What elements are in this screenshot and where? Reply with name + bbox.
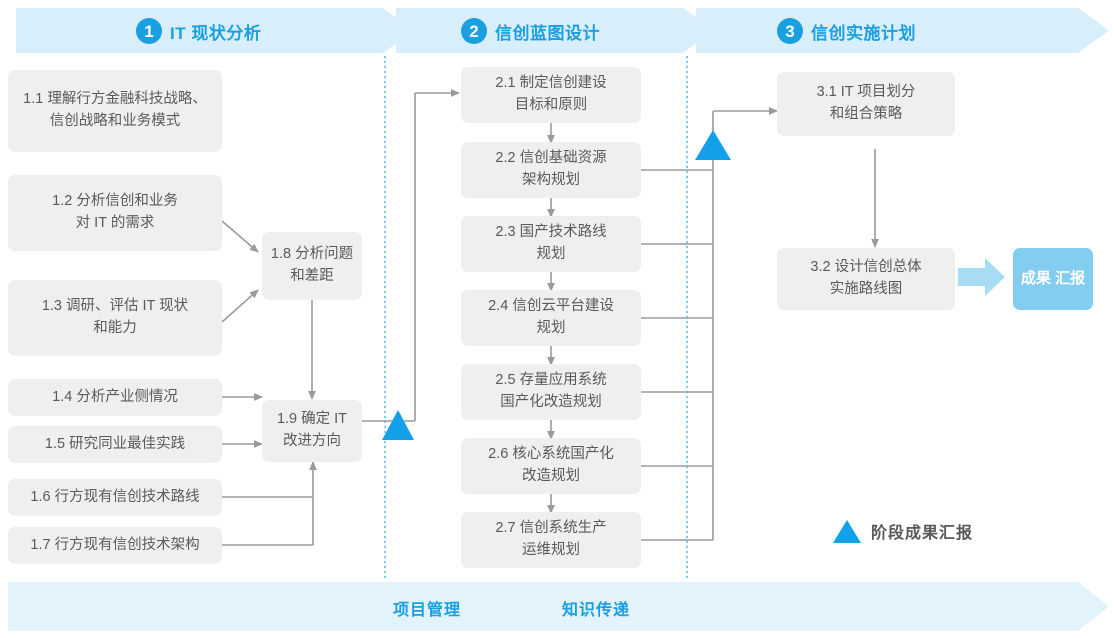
phase-header-1[interactable]: 1 IT 现状分析 bbox=[136, 18, 261, 44]
legend-label: 阶段成果汇报 bbox=[871, 525, 974, 542]
process-box-3-2[interactable]: 3.2 设计信创总体 实施路线图 bbox=[777, 248, 955, 310]
process-box-2-6[interactable]: 2.6 核心系统国产化 改造规划 bbox=[461, 438, 641, 494]
phase-title-2: 信创蓝图设计 bbox=[495, 23, 600, 43]
process-box-1-2-line-1: 1.2 分析信创和业务 bbox=[52, 193, 178, 210]
process-box-2-2-line-2: 架构规划 bbox=[522, 172, 580, 188]
phase1-connectors bbox=[221, 89, 460, 546]
process-box-3-1-line-2: 和组合策略 bbox=[829, 106, 903, 122]
phase-number-3: 3 bbox=[777, 18, 803, 44]
process-box-2-3-line-2: 规划 bbox=[536, 246, 566, 262]
process-box-1-8-line-2: 和差距 bbox=[290, 268, 334, 284]
phase-number-2: 2 bbox=[461, 18, 487, 44]
process-box-1-6-line-1: 1.6 行方现有信创技术路线 bbox=[30, 488, 200, 505]
process-box-1-9-line-1: 1.9 确定 IT bbox=[276, 411, 348, 428]
phase2-to-phase3-collector bbox=[641, 107, 879, 541]
process-box-2-4[interactable]: 2.4 信创云平台建设 规划 bbox=[461, 290, 641, 346]
process-box-2-6-line-2: 改造规划 bbox=[522, 468, 580, 484]
process-box-1-5[interactable]: 1.5 研究同业最佳实践 bbox=[8, 426, 222, 463]
band-label-knowledge-transfer[interactable]: 知识传递 bbox=[562, 596, 630, 620]
result-arrow bbox=[958, 258, 1005, 296]
process-box-2-7-line-1: 2.7 信创系统生产 bbox=[495, 520, 607, 537]
process-box-2-4-line-2: 规划 bbox=[536, 320, 566, 336]
triangle-up-icon bbox=[382, 410, 414, 440]
phase-title-3: 信创实施计划 bbox=[811, 23, 916, 43]
phase-header-3[interactable]: 3 信创实施计划 bbox=[777, 18, 916, 44]
process-box-1-9-line-2: 改进方向 bbox=[282, 433, 341, 449]
band-label-knowledge-transfer-text: 知识传递 bbox=[562, 602, 631, 619]
process-box-1-7-line-1: 1.7 行方现有信创技术架构 bbox=[30, 536, 200, 553]
process-box-2-3-line-1: 2.3 国产技术路线 bbox=[495, 224, 607, 241]
phase-header-2[interactable]: 2 信创蓝图设计 bbox=[461, 18, 600, 44]
bottom-band bbox=[8, 582, 1109, 631]
process-box-3-1[interactable]: 3.1 IT 项目划分 和组合策略 bbox=[777, 72, 955, 136]
process-box-2-5-line-2: 国产化改造规划 bbox=[500, 394, 602, 410]
process-box-2-7[interactable]: 2.7 信创系统生产 运维规划 bbox=[461, 512, 641, 568]
process-box-2-5[interactable]: 2.5 存量应用系统 国产化改造规划 bbox=[461, 364, 641, 420]
phase-number-1: 1 bbox=[136, 18, 162, 44]
process-box-3-2-line-2: 实施路线图 bbox=[829, 281, 903, 297]
process-box-1-2-line-2: 对 IT 的需求 bbox=[75, 215, 155, 231]
process-box-1-8-line-1: 1.8 分析问题 bbox=[270, 246, 354, 263]
process-box-1-9[interactable]: 1.9 确定 IT 改进方向 bbox=[262, 400, 362, 462]
process-box-1-1-line-1: 1.1 理解行方金融科技战略、 bbox=[23, 91, 207, 108]
process-box-2-6-line-1: 2.6 核心系统国产化 bbox=[488, 446, 614, 463]
legend: 阶段成果汇报 bbox=[833, 519, 973, 543]
process-box-2-7-line-2: 运维规划 bbox=[522, 542, 580, 558]
process-box-2-1-line-2: 目标和原则 bbox=[514, 97, 588, 113]
result-report-line-1: 成果 bbox=[1020, 270, 1051, 288]
process-box-1-7[interactable]: 1.7 行方现有信创技术架构 bbox=[8, 527, 222, 564]
process-box-2-5-line-1: 2.5 存量应用系统 bbox=[495, 372, 607, 389]
phase-title-1: IT 现状分析 bbox=[170, 23, 262, 43]
process-box-2-2[interactable]: 2.2 信创基础资源 架构规划 bbox=[461, 142, 641, 198]
result-report-box[interactable]: 成果 汇报 bbox=[1013, 248, 1093, 310]
band-label-project-management-text: 项目管理 bbox=[393, 602, 462, 619]
result-report-line-2: 汇报 bbox=[1055, 270, 1086, 288]
process-box-1-3-line-1: 1.3 调研、评估 IT 现状 bbox=[41, 298, 189, 315]
process-box-2-1[interactable]: 2.1 制定信创建设 目标和原则 bbox=[461, 67, 641, 123]
process-box-2-1-line-1: 2.1 制定信创建设 bbox=[495, 75, 607, 92]
triangle-up-icon bbox=[833, 519, 861, 543]
process-box-1-3[interactable]: 1.3 调研、评估 IT 现状 和能力 bbox=[8, 280, 222, 356]
process-box-3-1-line-1: 3.1 IT 项目划分 bbox=[816, 84, 916, 101]
process-box-1-6[interactable]: 1.6 行方现有信创技术路线 bbox=[8, 479, 222, 516]
process-box-2-2-line-1: 2.2 信创基础资源 bbox=[495, 150, 607, 167]
process-box-1-5-line-1: 1.5 研究同业最佳实践 bbox=[44, 435, 186, 452]
process-box-2-3[interactable]: 2.3 国产技术路线 规划 bbox=[461, 216, 641, 272]
process-box-1-4[interactable]: 1.4 分析产业侧情况 bbox=[8, 379, 222, 416]
band-label-project-management[interactable]: 项目管理 bbox=[393, 596, 461, 620]
process-box-1-3-line-2: 和能力 bbox=[93, 320, 137, 336]
triangle-up-icon bbox=[695, 130, 731, 160]
process-box-1-4-line-1: 1.4 分析产业侧情况 bbox=[52, 388, 178, 405]
process-box-3-2-line-1: 3.2 设计信创总体 bbox=[810, 259, 922, 276]
process-box-1-2[interactable]: 1.2 分析信创和业务 对 IT 的需求 bbox=[8, 175, 222, 251]
process-box-2-4-line-1: 2.4 信创云平台建设 bbox=[488, 298, 614, 315]
process-box-1-1-line-2: 信创战略和业务模式 bbox=[49, 113, 181, 129]
process-box-1-8[interactable]: 1.8 分析问题 和差距 bbox=[262, 232, 362, 300]
process-box-1-1[interactable]: 1.1 理解行方金融科技战略、 信创战略和业务模式 bbox=[8, 70, 222, 152]
